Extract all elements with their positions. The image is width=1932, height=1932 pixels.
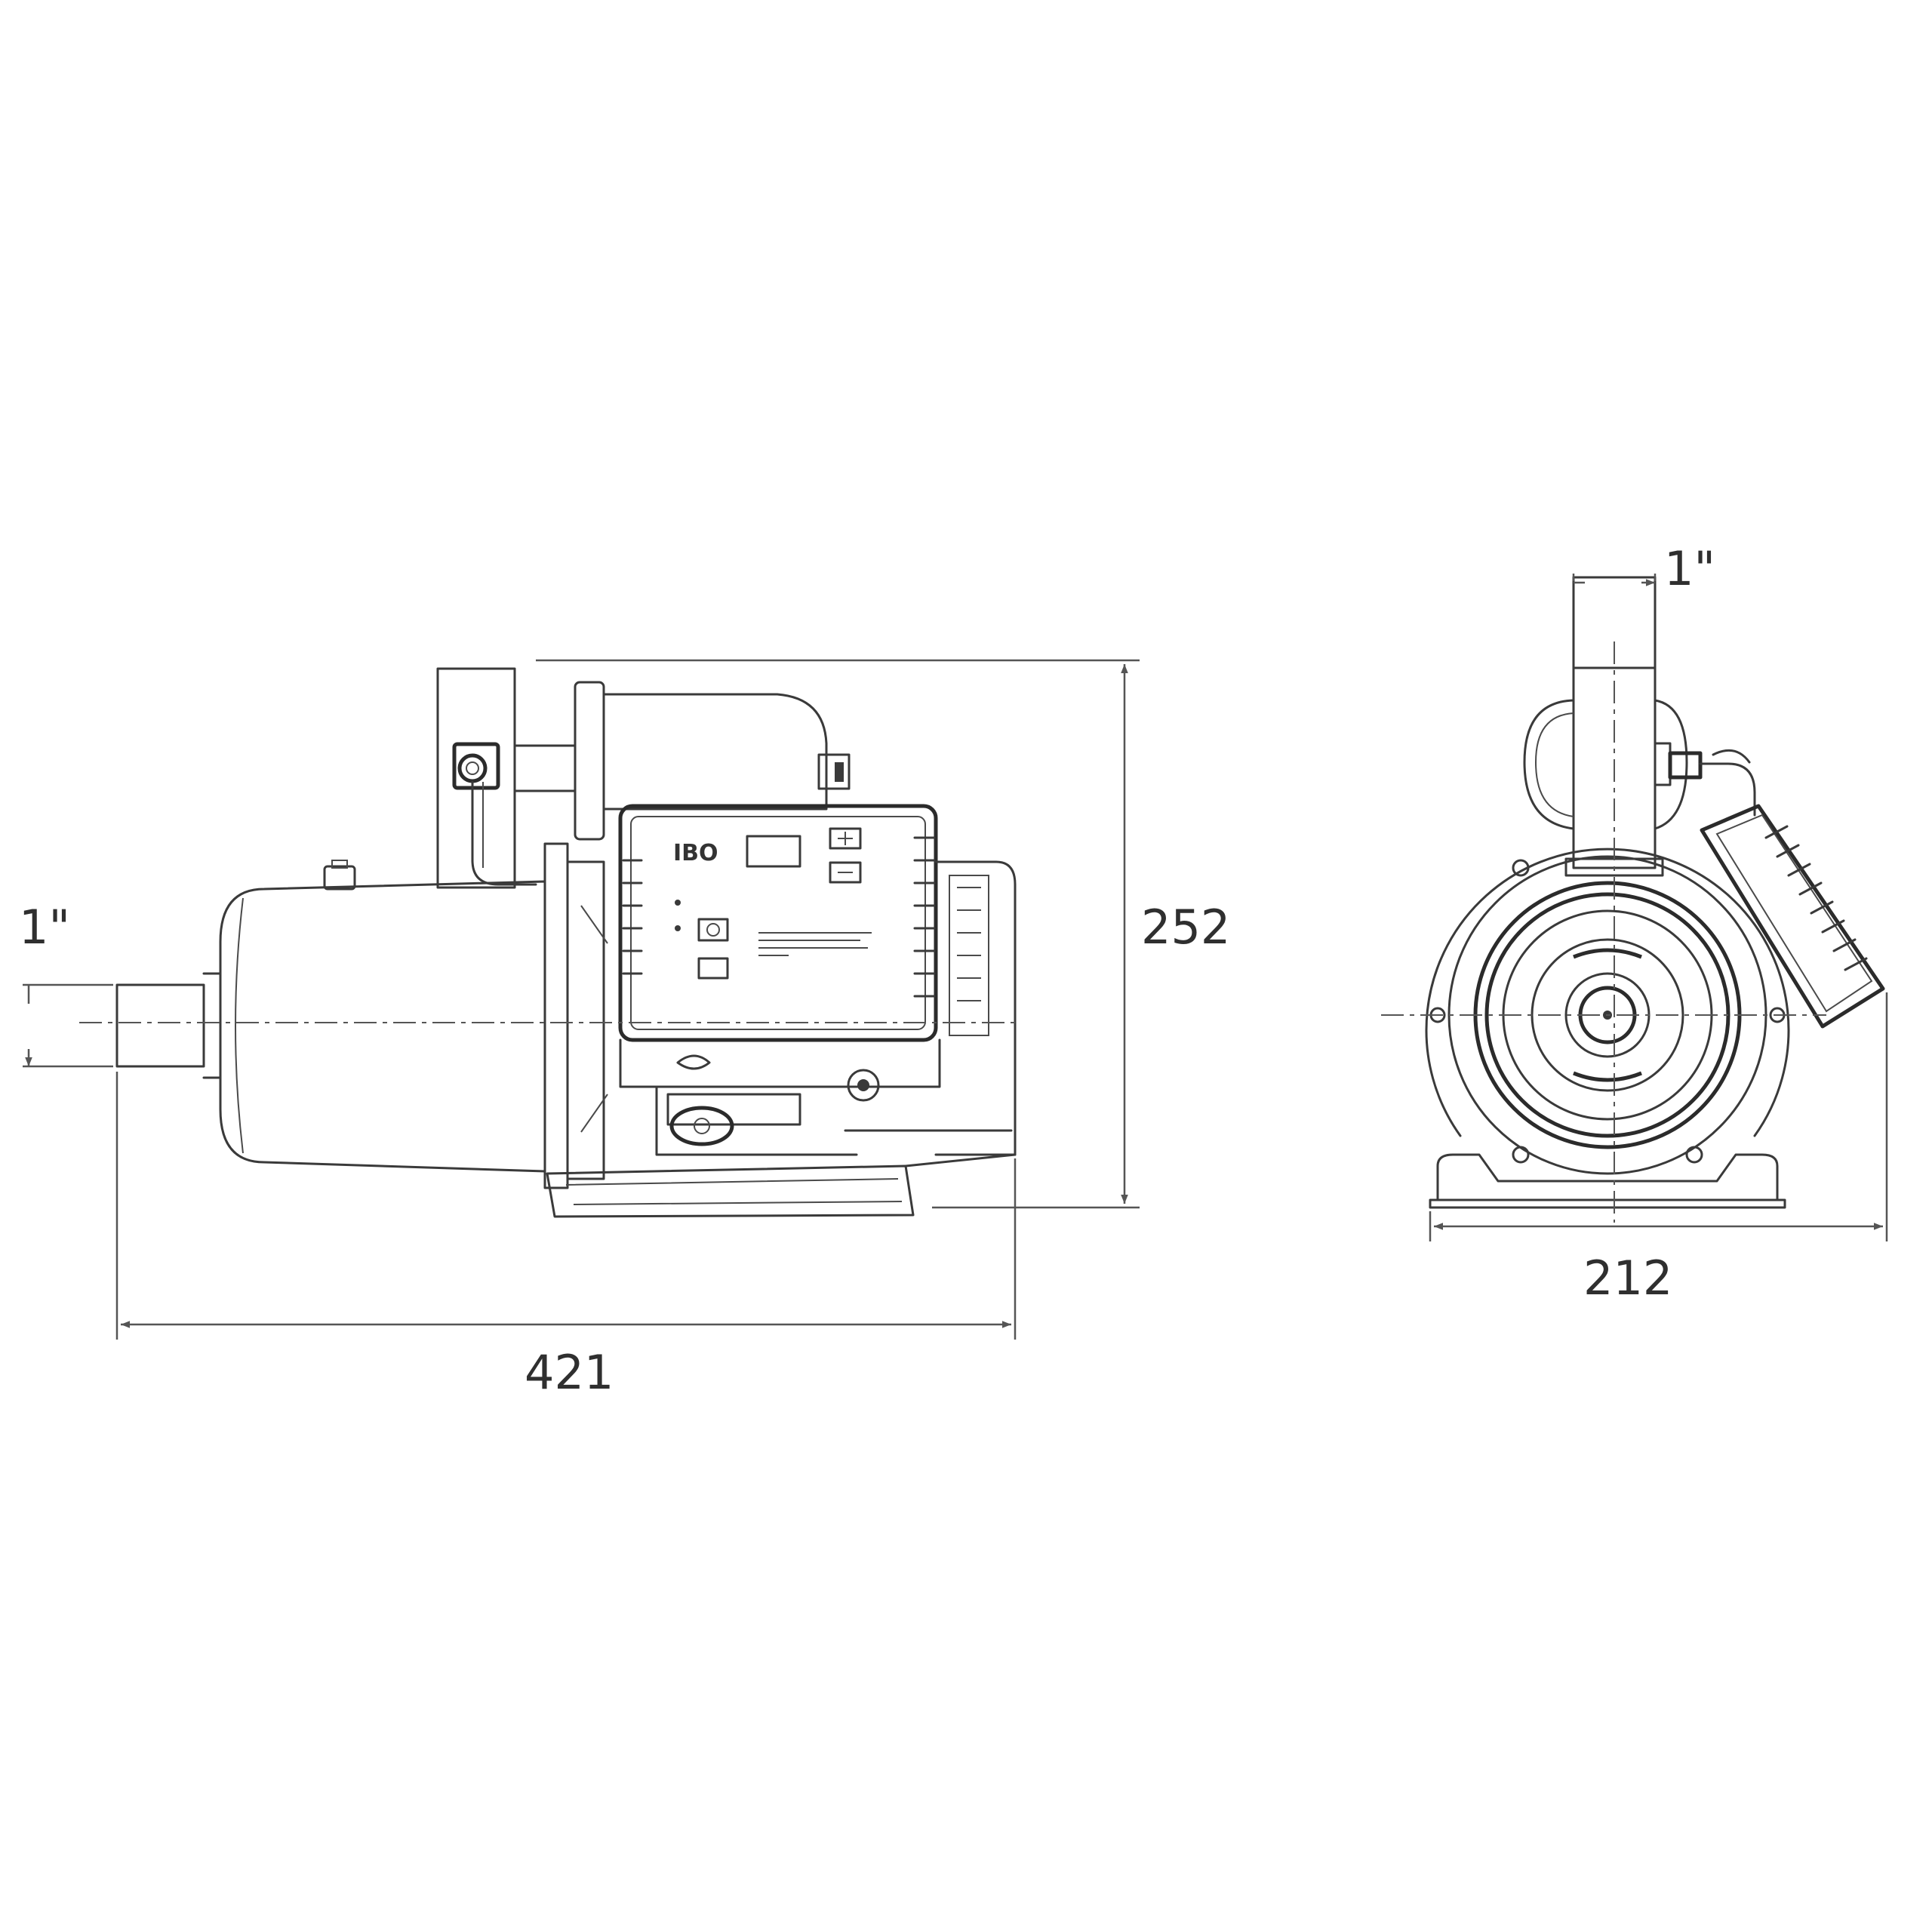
front-view: 1" 212 (1381, 541, 1888, 1306)
dim-front-outlet-label: 1" (1664, 541, 1715, 596)
motor (619, 860, 1017, 1156)
display-screen (746, 835, 801, 868)
capacitor (574, 681, 851, 841)
side-view: IBO (19, 659, 1230, 1400)
front-base (1429, 1153, 1786, 1209)
front-motor-face (1425, 848, 1790, 1175)
indicator-led (675, 925, 681, 931)
plus-button (829, 827, 862, 850)
base-plate (546, 1153, 1017, 1218)
flange (543, 842, 608, 1189)
mode-button (697, 957, 729, 980)
front-control-box (1700, 804, 1885, 1029)
dim-height: 252 (536, 659, 1230, 1209)
dim-front-outlet: 1" (1572, 541, 1715, 596)
dim-height-label: 252 (1141, 900, 1230, 955)
outlet-column (436, 667, 577, 889)
indicator-led (675, 900, 681, 906)
inlet-pipe (115, 972, 222, 1079)
front-pressure-switch (1523, 699, 1756, 830)
brand-logo: IBO (673, 840, 718, 866)
dim-width: 212 (1429, 992, 1888, 1306)
control-box: IBO (618, 804, 938, 1042)
power-button (697, 918, 729, 942)
dim-side-inlet: 1" (19, 900, 113, 1066)
dim-side-inlet-label: 1" (19, 900, 70, 955)
minus-button (829, 861, 862, 884)
dim-length: 421 (115, 1072, 1017, 1400)
pump-body (219, 860, 546, 1173)
dim-width-label: 212 (1583, 1251, 1672, 1306)
dim-length-label: 421 (525, 1345, 614, 1400)
